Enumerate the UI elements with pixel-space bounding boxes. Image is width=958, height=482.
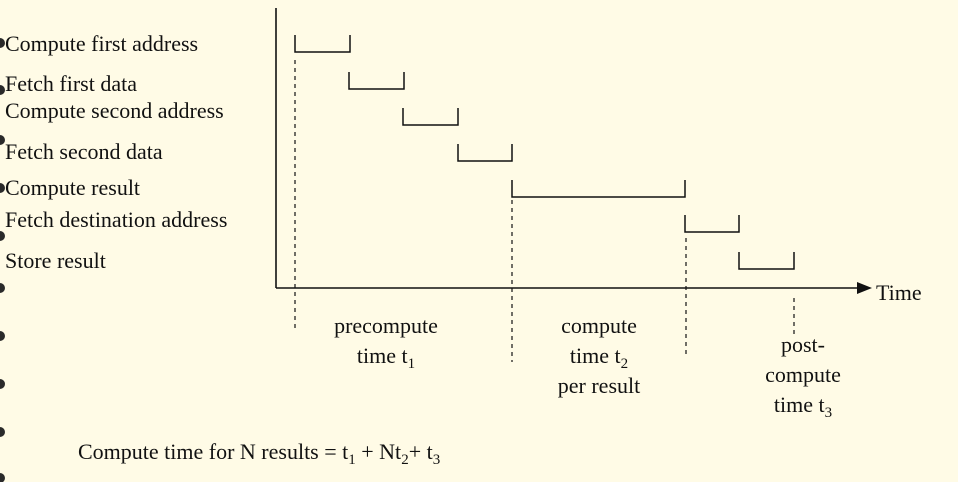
bar-store-result xyxy=(738,252,795,270)
bullet-marker xyxy=(0,283,5,293)
phase-postcompute-line3: time t3 xyxy=(774,392,832,421)
phase-compute-line1: compute xyxy=(561,313,637,338)
step-label-fetch-destination-address: Fetch destination address xyxy=(5,207,227,232)
phase-precompute: precompute time t1 xyxy=(334,313,438,372)
bullet-marker xyxy=(0,85,5,95)
x-axis-label: Time xyxy=(876,280,922,305)
phase-postcompute-line2: compute xyxy=(765,362,841,387)
formula-sub3: 3 xyxy=(433,452,441,468)
bullet-marker xyxy=(0,231,5,241)
bar-compute-first-address xyxy=(294,35,351,53)
step-label-compute-second-address: Compute second address xyxy=(5,98,224,123)
phase-compute-line3: per result xyxy=(558,373,640,398)
bullet-marker xyxy=(0,135,5,145)
bar-compute-second-address xyxy=(402,108,459,126)
bullet-marker xyxy=(0,379,5,389)
step-label-fetch-first-data: Fetch first data xyxy=(5,71,137,96)
phase-separators xyxy=(294,60,795,362)
step-label-store-result: Store result xyxy=(5,248,106,273)
formula-lead: Compute time for N results = t xyxy=(78,439,348,464)
bullet-marker xyxy=(0,38,5,48)
bullet-marker xyxy=(0,473,5,482)
step-label-fetch-second-data: Fetch second data xyxy=(5,139,163,164)
bullet-marker xyxy=(0,427,5,437)
bar-fetch-first-data xyxy=(348,72,405,90)
phase-postcompute: post- compute time t3 xyxy=(765,332,841,421)
bar-compute-result xyxy=(511,180,686,198)
step-bars xyxy=(294,35,795,270)
bar-fetch-destination-address xyxy=(684,215,740,233)
axes xyxy=(275,8,860,289)
phase-compute: compute time t2 per result xyxy=(558,313,640,398)
step-label-compute-first-address: Compute first address xyxy=(5,31,198,56)
x-axis-arrowhead xyxy=(857,282,872,294)
formula-sub1: 1 xyxy=(348,452,356,468)
phase-compute-line2: time t2 xyxy=(570,343,628,372)
formula: Compute time for N results = t1 + Nt2+ t… xyxy=(78,439,440,468)
formula-sub2: 2 xyxy=(401,452,409,468)
left-bullets xyxy=(0,38,5,482)
bullet-marker xyxy=(0,331,5,341)
step-label-compute-result: Compute result xyxy=(5,175,140,200)
bullet-marker xyxy=(0,183,5,193)
phase-postcompute-line1: post- xyxy=(781,332,825,357)
phase-precompute-line2: time t1 xyxy=(357,343,415,372)
bar-fetch-second-data xyxy=(457,144,513,162)
formula-plus: + t xyxy=(409,439,433,464)
formula-mid: + Nt xyxy=(356,439,401,464)
step-labels: Compute first address Fetch first data C… xyxy=(5,31,227,273)
phase-precompute-line1: precompute xyxy=(334,313,438,338)
